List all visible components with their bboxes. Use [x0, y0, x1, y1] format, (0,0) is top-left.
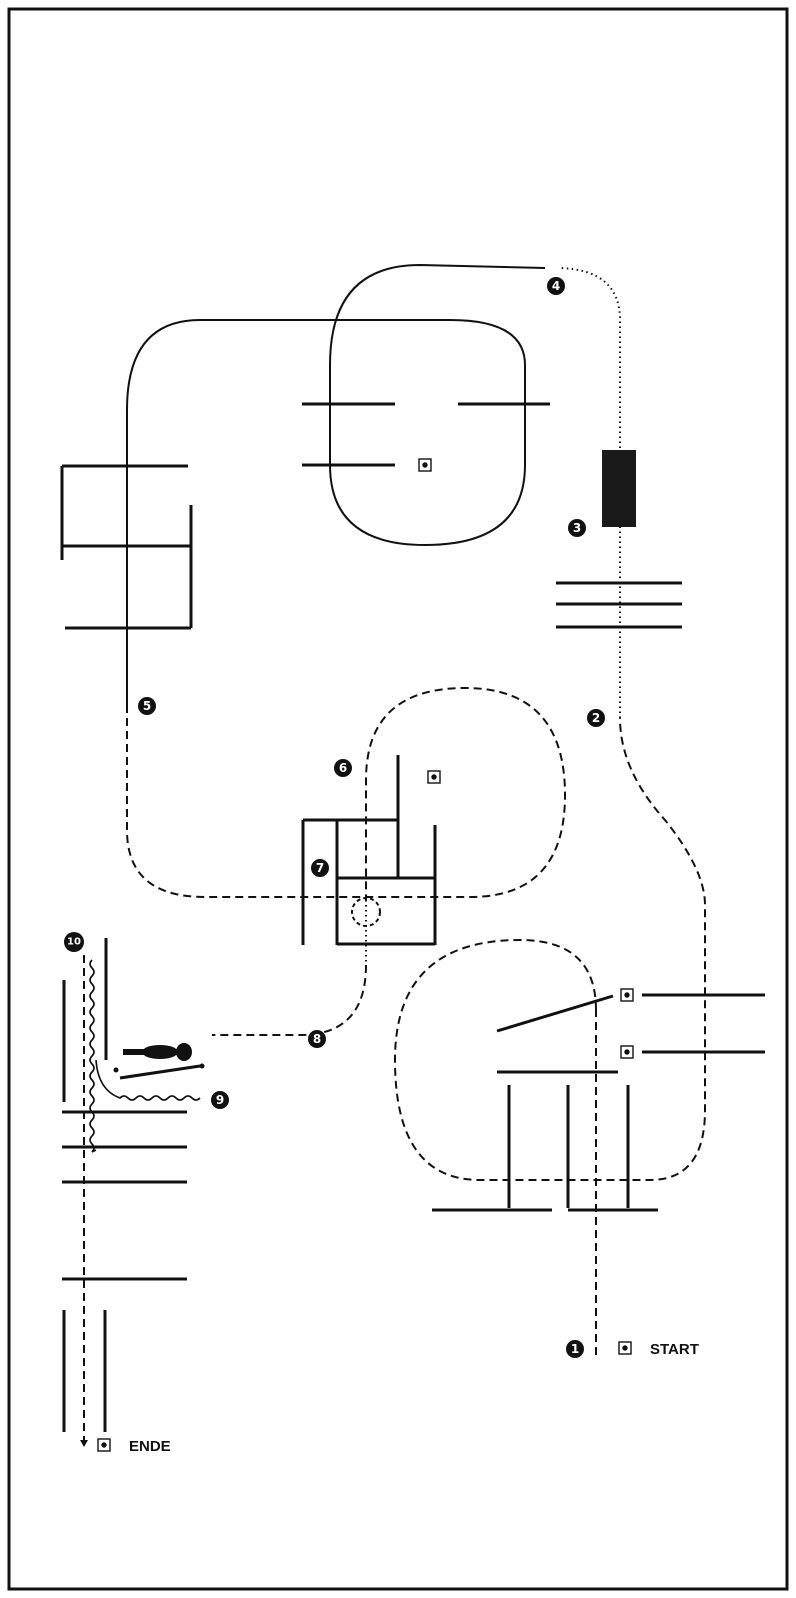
- rider-head: [176, 1043, 192, 1061]
- point-markers: [97, 458, 634, 1452]
- middle-loop: [126, 686, 567, 900]
- bridge-dot-left: [113, 1067, 119, 1073]
- marker-right-lower: [620, 1045, 634, 1059]
- station-10-label: 10: [67, 937, 81, 948]
- station-markers: 1 2 3 4 5 6 7 8 9 10: [64, 277, 605, 1358]
- station-4: 4: [547, 277, 565, 295]
- station-9: 9: [211, 1091, 229, 1109]
- rider-figure: [123, 1043, 192, 1061]
- start-label: START: [650, 1341, 699, 1358]
- block-obstacle: [602, 450, 636, 527]
- station-6-label: 6: [339, 761, 347, 775]
- station-10: 10: [64, 932, 84, 952]
- wavy-ground-obstacle: [89, 959, 201, 1153]
- marker-start: [618, 1341, 632, 1355]
- dashed-track: [83, 686, 706, 1445]
- marker-center-top: [418, 458, 432, 472]
- turn-circle: [351, 897, 381, 927]
- station-6: 6: [334, 759, 352, 777]
- station-9-label: 9: [216, 1093, 224, 1107]
- station-3-label: 3: [573, 521, 581, 535]
- dashed-7-8: [212, 964, 367, 1036]
- upper-loop: [126, 263, 546, 705]
- marker-gate: [427, 770, 441, 784]
- station-5-label: 5: [143, 699, 151, 713]
- station-2-label: 2: [592, 711, 600, 725]
- bridge-dot-right: [199, 1063, 205, 1069]
- station-3: 3: [568, 519, 586, 537]
- station-8-label: 8: [313, 1032, 321, 1046]
- station-5: 5: [138, 697, 156, 715]
- station-1: 1: [566, 1340, 584, 1358]
- station-4-label: 4: [552, 279, 560, 293]
- dotted-segment-2-4: [559, 267, 621, 718]
- end-label: ENDE: [129, 1438, 171, 1455]
- lower-right-loop: [393, 717, 706, 1181]
- station-7-label: 7: [316, 861, 324, 875]
- marker-end: [97, 1438, 111, 1452]
- rider-torso: [142, 1045, 178, 1059]
- obstacles: [60, 402, 765, 1432]
- station-8: 8: [308, 1030, 326, 1048]
- station-2: 2: [587, 709, 605, 727]
- station-1-label: 1: [571, 1342, 579, 1356]
- dotted-track: [365, 267, 621, 965]
- marker-right-upper: [620, 988, 634, 1002]
- bridge-pole: [119, 1064, 201, 1080]
- solid-track: [126, 263, 546, 705]
- diagonal-pole: [496, 994, 614, 1033]
- station-7: 7: [311, 859, 329, 877]
- end-arrow-icon: [80, 1440, 88, 1447]
- diagram-frame: [7, 7, 789, 1591]
